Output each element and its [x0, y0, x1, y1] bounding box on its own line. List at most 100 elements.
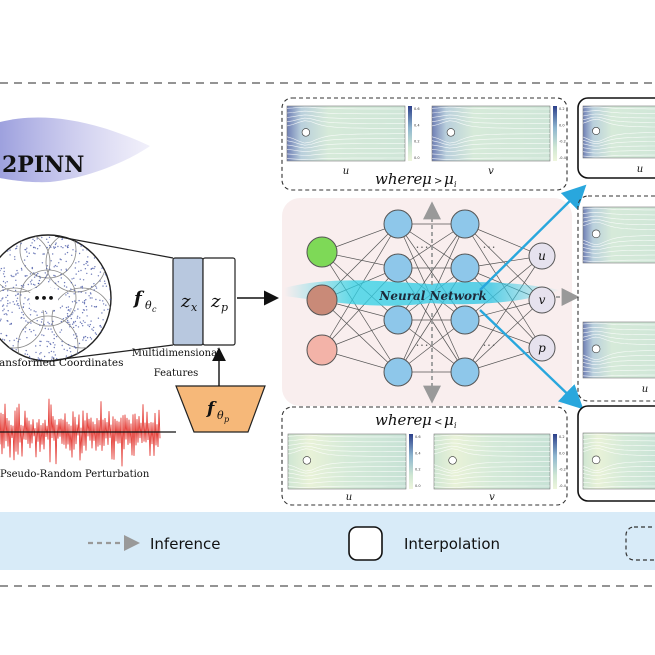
coord-point: [40, 358, 43, 360]
coord-point: [54, 243, 57, 246]
coord-point: [95, 287, 98, 289]
coord-point: [15, 279, 17, 281]
streamline: [286, 133, 405, 144]
coord-point: [20, 285, 23, 287]
cylinder-obstacle: [592, 127, 601, 135]
streamline: [286, 120, 406, 129]
coord-point: [41, 318, 43, 320]
coord-point: [75, 333, 77, 335]
svg-text:c: c: [152, 305, 157, 314]
coord-point: [43, 334, 45, 337]
coord-point: [33, 240, 36, 242]
zp-label: z: [210, 291, 221, 312]
coord-point: [82, 301, 84, 303]
coord-point: [16, 297, 19, 299]
coord-point: [55, 242, 57, 244]
coord-point: [32, 246, 35, 249]
field-v-less: 0.20.0-0.2-0.4: [433, 433, 567, 490]
coord-point: [57, 245, 59, 248]
coord-point: [68, 309, 70, 311]
coord-point: [22, 328, 24, 331]
streamline: [433, 442, 550, 447]
streamline: [582, 326, 655, 331]
network-node: [450, 357, 480, 387]
coord-point: [34, 247, 36, 249]
coord-point: [1, 298, 3, 300]
coord-point: [41, 334, 43, 336]
coord-point: [3, 275, 6, 278]
streamline: [582, 350, 655, 361]
coord-point: [65, 294, 67, 296]
network-node: [528, 334, 556, 362]
field-label-infer: u: [642, 384, 648, 395]
coord-point: [90, 320, 92, 322]
coord-point: [11, 348, 14, 350]
coord-point: [93, 267, 95, 270]
cylinder-obstacle: [591, 455, 601, 465]
coord-point: [83, 303, 86, 305]
streamline: [582, 116, 655, 123]
coord-point: [94, 332, 97, 334]
streamline: [582, 141, 655, 147]
svg-text:μ: μ: [444, 411, 454, 429]
coord-point: [97, 275, 100, 277]
coord-point: [22, 314, 25, 316]
coord-point: [21, 316, 23, 319]
coord-point: [78, 252, 81, 255]
streamline: [582, 374, 655, 377]
coord-point: [65, 355, 68, 357]
title-group: 2PINN: [0, 117, 150, 183]
coord-point: [61, 238, 64, 240]
features-label-2: Features: [154, 368, 199, 379]
coord-point: [89, 297, 92, 299]
coord-point: [56, 357, 58, 360]
field-label-u-less: u: [346, 492, 352, 503]
colorbar-tick: -0.2: [559, 140, 566, 144]
coord-point: [53, 266, 55, 268]
coord-point: [43, 355, 46, 358]
streamline: [433, 471, 550, 477]
coord-point: [72, 249, 74, 251]
coord-point: [82, 325, 84, 327]
streamline: [431, 120, 551, 129]
field-label-u-greater: u: [343, 166, 349, 177]
colorbar-tick: 0.2: [414, 140, 420, 144]
coord-point: [67, 344, 70, 346]
coord-point: [25, 320, 27, 322]
streamline: [287, 448, 407, 457]
coord-point: [78, 299, 80, 302]
coord-point: [38, 359, 40, 361]
coord-point: [46, 340, 48, 343]
coord-point: [31, 279, 33, 281]
coord-point: [82, 309, 85, 311]
coord-point: [91, 285, 93, 288]
colorbar: [553, 106, 557, 161]
streamline: [287, 445, 406, 452]
coord-point: [72, 326, 75, 329]
coord-point: [12, 345, 14, 347]
streamline: [431, 143, 550, 149]
streamline: [433, 434, 550, 438]
streamline: [287, 438, 406, 443]
coord-point: [74, 267, 77, 269]
network-glow: [284, 280, 560, 306]
coord-point: [30, 322, 32, 324]
streamline: [431, 148, 550, 152]
coord-point: [26, 251, 28, 253]
coord-point: [80, 291, 82, 293]
zp-sub: p: [221, 301, 228, 314]
colorbar-tick: 0.0: [415, 484, 421, 488]
coord-point: [82, 339, 84, 341]
streamline: [582, 433, 655, 437]
network-node: [383, 209, 413, 239]
coord-point: [24, 297, 26, 299]
coord-point: [105, 285, 108, 287]
coord-point: [104, 274, 107, 276]
network-nodes: uvp• • •• • •• • •• • •: [306, 209, 556, 387]
coord-point: [41, 236, 43, 239]
coord-point: [28, 252, 30, 254]
hidden-dots: • • •: [483, 343, 495, 349]
colorbar-tick: -0.2: [559, 468, 566, 472]
coord-point: [2, 304, 5, 306]
